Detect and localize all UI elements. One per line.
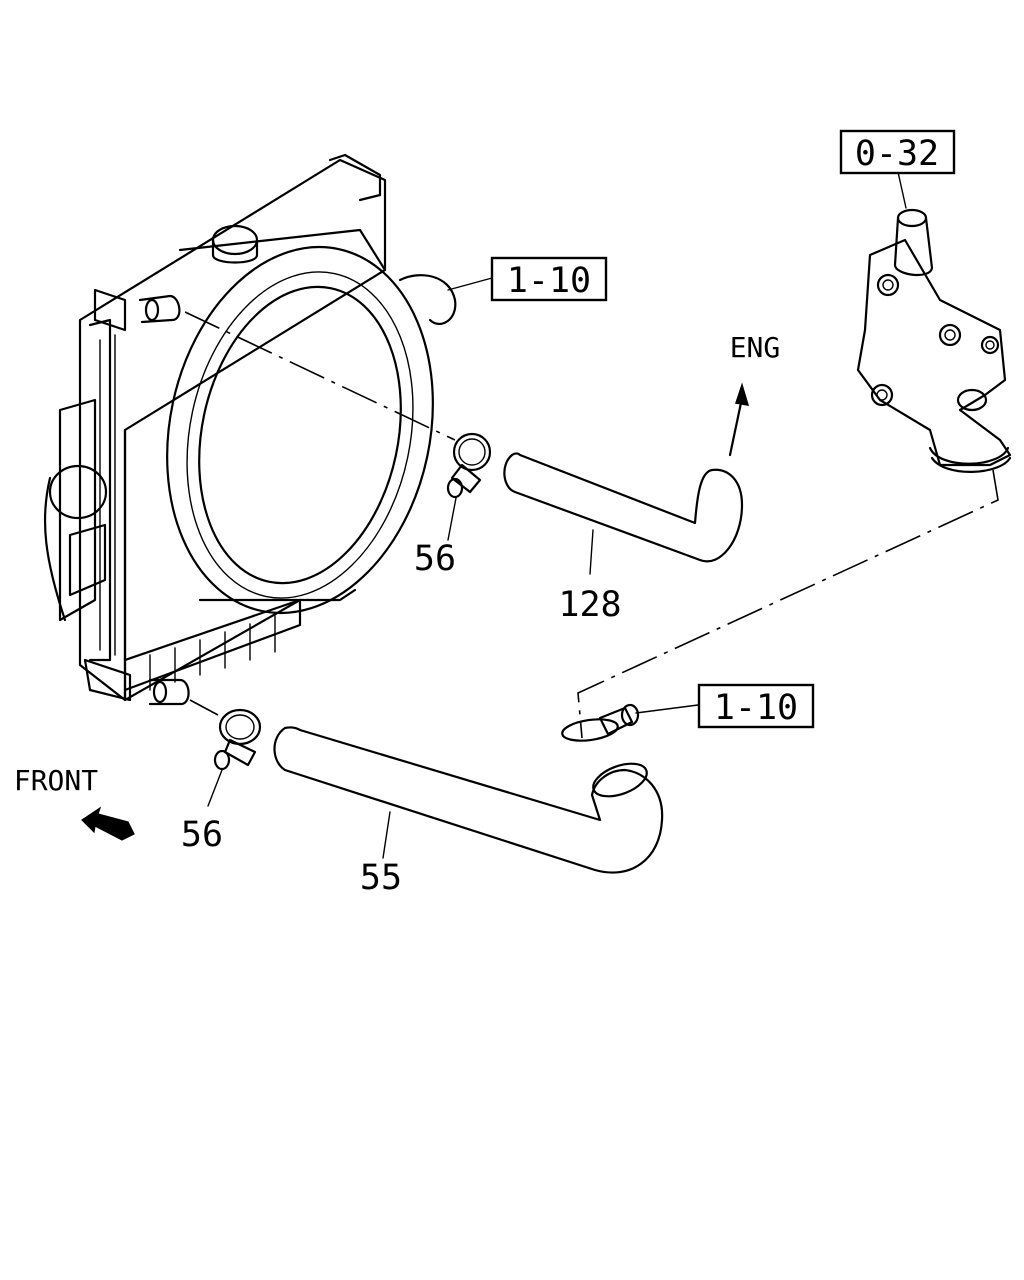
ref-thermostat-label: 0-32 xyxy=(855,134,939,174)
ref-box-fitting xyxy=(697,683,815,729)
leader-clamp-upper xyxy=(447,497,457,541)
ref-box-shroud xyxy=(490,256,608,302)
thermostat-housing xyxy=(856,208,1012,473)
ref-shroud-label: 1-10 xyxy=(507,261,591,301)
leader-clamp-lower xyxy=(207,769,223,807)
front-arrow-icon xyxy=(81,806,135,841)
radiator-bottom-bracket xyxy=(83,658,132,702)
center-line-upper xyxy=(184,311,456,441)
radiator xyxy=(43,153,387,706)
center-line-lower xyxy=(189,699,219,716)
fan-shroud xyxy=(166,228,457,615)
hose-upper-label: 128 xyxy=(558,585,621,625)
leader-thermostat xyxy=(897,171,907,209)
ref-box-thermostat xyxy=(839,129,956,175)
center-line-outlet xyxy=(577,469,999,739)
radiator-side-tank xyxy=(58,398,97,622)
front-direction-label: FRONT xyxy=(14,764,98,797)
radiator-inlet-pipe xyxy=(48,464,108,520)
clamp-upper-label: 56 xyxy=(414,539,456,579)
lower-hose xyxy=(273,726,664,874)
ref-fitting-label: 1-10 xyxy=(714,688,798,728)
leader-fitting xyxy=(635,704,699,714)
eng-arrow-shaft xyxy=(728,396,744,457)
leader-hose-upper xyxy=(589,529,594,575)
eng-arrow-head xyxy=(735,382,750,406)
upper-hose xyxy=(503,452,744,563)
radiator-top-bracket xyxy=(93,288,127,332)
upper-clamp xyxy=(446,432,492,499)
leader-shroud xyxy=(447,277,493,291)
hose-fitting-clamp xyxy=(561,703,640,742)
hose-lower-label: 55 xyxy=(360,858,402,898)
leader-hose-lower xyxy=(382,811,391,859)
lower-clamp xyxy=(213,708,262,771)
engine-direction-label: ENG xyxy=(730,331,781,364)
radiator-cap xyxy=(211,224,259,256)
clamp-lower-label: 56 xyxy=(181,815,223,855)
